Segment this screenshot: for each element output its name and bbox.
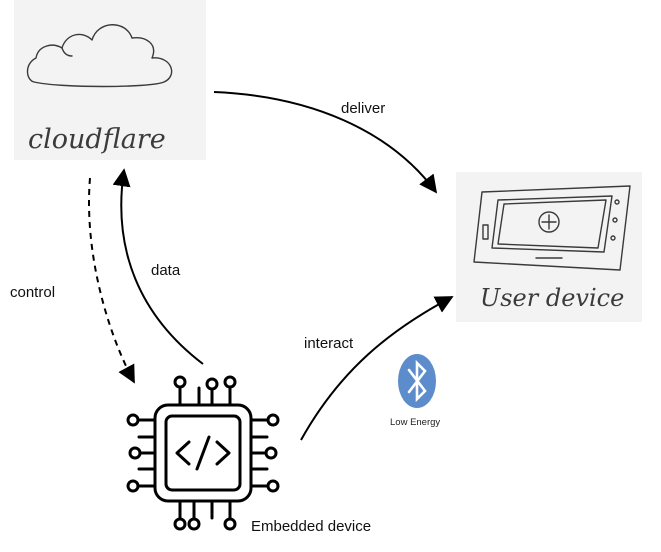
embedded-device-chip-icon (126, 375, 280, 531)
interact-arrow (300, 296, 454, 441)
cloud-node: cloudflare (14, 0, 206, 160)
control-label: control (10, 284, 55, 301)
data-label: data (151, 262, 181, 279)
tablet-outline (473, 185, 631, 271)
deliver-arrow (213, 91, 438, 194)
control-arrow (88, 177, 135, 384)
cloud-sketch-label: cloudflare (28, 124, 166, 155)
tablet-left-button (482, 224, 489, 240)
tablet-side-button-low (610, 235, 616, 241)
bluetooth-icon (398, 354, 436, 408)
tablet-logo-icon (538, 211, 560, 233)
interact-label: interact (304, 335, 354, 352)
tablet-screen (491, 195, 613, 253)
deliver-label: deliver (341, 100, 385, 117)
user-device-sketch-background (456, 172, 642, 322)
user-device-node: User device (456, 172, 642, 322)
user-device-sketch-label: User device (480, 284, 624, 312)
bluetooth-caption: Low Energy (390, 417, 440, 428)
tablet-logo-mark (541, 214, 557, 230)
bluetooth-low-energy: Low Energy (390, 354, 440, 428)
tablet-side-button-mid (612, 217, 618, 223)
cloud-icon (26, 24, 173, 88)
tablet-side-button-top (614, 199, 620, 205)
data-arrow (112, 168, 204, 365)
tablet-screen-inner (497, 199, 607, 249)
embedded-device-label: Embedded device (251, 518, 371, 535)
cloud-inner-stroke (61, 47, 73, 57)
cloud-sketch-background (14, 0, 206, 160)
